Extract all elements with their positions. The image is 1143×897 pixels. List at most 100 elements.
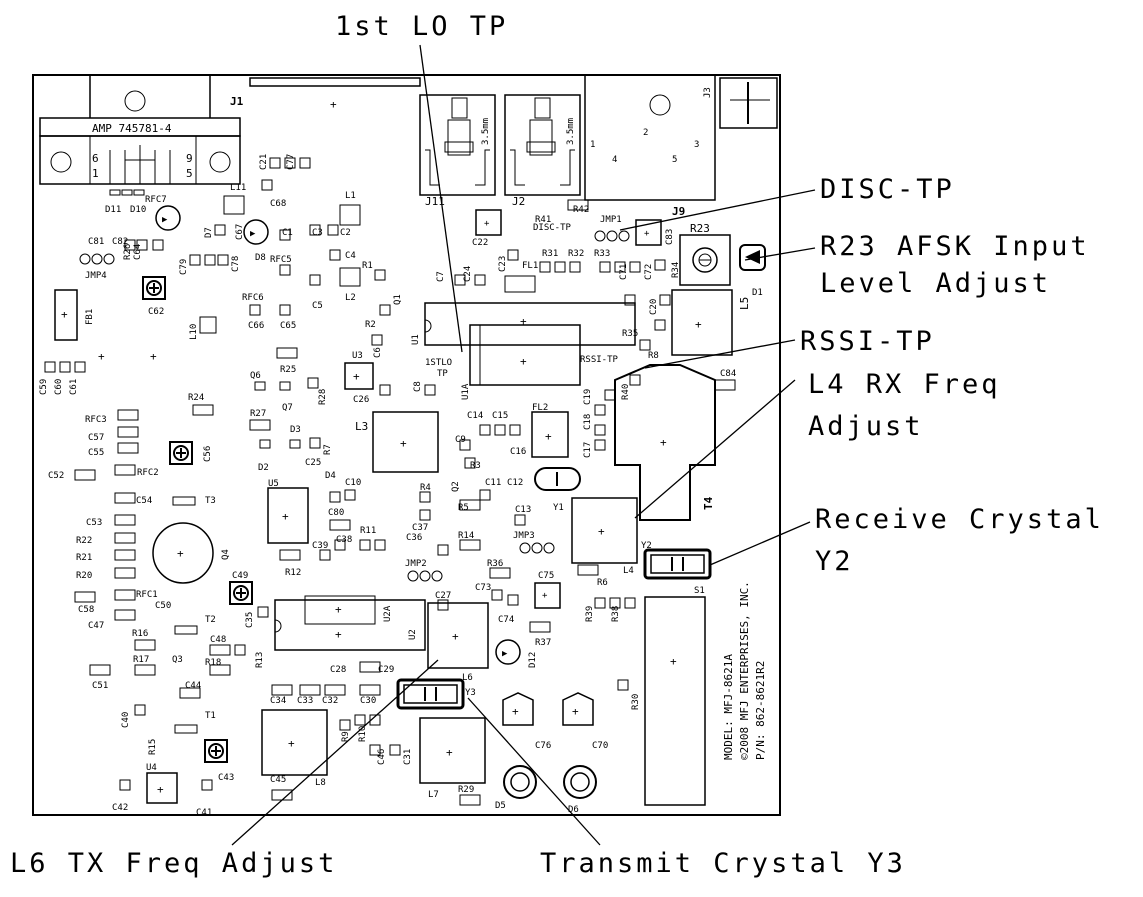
inductor-l5 bbox=[671, 289, 733, 356]
label-l7: L7 bbox=[428, 790, 439, 800]
label-r7: R7 bbox=[323, 444, 333, 455]
label-l2: L2 bbox=[345, 293, 356, 303]
label-l8: L8 bbox=[315, 778, 326, 788]
led-d6 bbox=[563, 765, 597, 799]
label-r27: R27 bbox=[250, 409, 266, 419]
d8-mark: ▶ bbox=[250, 229, 256, 239]
label-c46: C46 bbox=[377, 749, 387, 765]
label-jmp2: JMP2 bbox=[405, 559, 427, 569]
label-d4: D4 bbox=[325, 471, 336, 481]
label-c5: C5 bbox=[312, 301, 323, 311]
callout-l6-tx: L6 TX Freq Adjust bbox=[10, 848, 337, 879]
u5-center: + bbox=[282, 510, 289, 523]
label-c44: C44 bbox=[185, 681, 201, 691]
tall-rect-center: + bbox=[670, 655, 677, 668]
label-c80: C80 bbox=[328, 508, 344, 518]
label-rfc5: RFC5 bbox=[270, 255, 292, 265]
l4-center: + bbox=[598, 525, 605, 538]
svg-text:4: 4 bbox=[612, 155, 617, 165]
label-r23: R23 bbox=[690, 222, 710, 235]
label-c52: C52 bbox=[48, 471, 64, 481]
top-slot bbox=[249, 77, 421, 87]
label-c79: C79 bbox=[179, 259, 189, 275]
label-c10: C10 bbox=[345, 478, 361, 488]
filter-fl2 bbox=[531, 411, 569, 458]
inductor-l7 bbox=[419, 717, 486, 784]
fb1-center: + bbox=[61, 308, 68, 321]
label-c17: C17 bbox=[583, 442, 593, 458]
label-c24: C24 bbox=[463, 266, 473, 282]
svg-text:3: 3 bbox=[694, 140, 699, 150]
label-r20: R20 bbox=[76, 571, 92, 581]
label-c36: C36 bbox=[406, 533, 422, 543]
label-u3: U3 bbox=[352, 351, 363, 361]
svg-text:+: + bbox=[572, 705, 579, 718]
fiducial-left-1: + bbox=[98, 350, 105, 363]
label-r24: R24 bbox=[188, 393, 204, 403]
transformer-t1 bbox=[174, 724, 198, 734]
label-r30: R30 bbox=[631, 694, 641, 710]
label-d3: D3 bbox=[290, 425, 301, 435]
silk-ref-labels: D11 D10 RFC7 C81 C82 C64 R26 C79 C78 C67… bbox=[39, 154, 736, 818]
part-number-text: P/N: 862-8621R2 bbox=[754, 661, 767, 760]
label-d6: D6 bbox=[568, 805, 579, 815]
label-c50: C50 bbox=[155, 601, 171, 611]
d12-mark: ▶ bbox=[502, 649, 508, 659]
jumper-jmp1 bbox=[594, 230, 630, 242]
callout-1st-lo-tp: 1st LO TP bbox=[335, 11, 508, 42]
label-d5: D5 bbox=[495, 801, 506, 811]
callout-r23-line1: R23 AFSK Input bbox=[820, 231, 1090, 262]
ferrite-fb1 bbox=[54, 289, 78, 341]
label-r21: R21 bbox=[76, 553, 92, 563]
label-c81: C81 bbox=[88, 237, 104, 247]
label-r37: R37 bbox=[535, 638, 551, 648]
label-l4: L4 bbox=[623, 566, 634, 576]
u1a-center: + bbox=[520, 355, 527, 368]
ic-u3 bbox=[344, 362, 374, 390]
label-l10: L10 bbox=[189, 324, 199, 340]
label-c6: C6 bbox=[373, 347, 383, 358]
crystal-y1 bbox=[534, 467, 581, 491]
jack-j2 bbox=[504, 94, 581, 196]
label-d12: D12 bbox=[528, 652, 538, 668]
cap-c83 bbox=[635, 219, 662, 246]
model-text: MODEL: MFJ-8621A bbox=[722, 654, 735, 760]
fiducial-left-2: + bbox=[150, 350, 157, 363]
label-c84: C84 bbox=[720, 369, 736, 379]
label-d10: D10 bbox=[130, 205, 146, 215]
label-r14: R14 bbox=[458, 531, 474, 541]
l5-center: + bbox=[695, 318, 702, 331]
inductor-l4 bbox=[571, 497, 638, 564]
label-q6: Q6 bbox=[250, 371, 261, 381]
label-c30: C30 bbox=[360, 696, 376, 706]
label-r5: R5 bbox=[458, 503, 469, 513]
label-r40: R40 bbox=[621, 384, 631, 400]
label-c68: C68 bbox=[270, 199, 286, 209]
label-r36: R36 bbox=[487, 559, 503, 569]
svg-text:2: 2 bbox=[643, 128, 648, 138]
label-c45: C45 bbox=[270, 775, 286, 785]
label-r25: R25 bbox=[280, 365, 296, 375]
diode-d12 bbox=[495, 639, 521, 665]
label-rfc7: RFC7 bbox=[145, 195, 167, 205]
inductor-l3 bbox=[372, 411, 439, 473]
jack-j11 bbox=[419, 94, 496, 196]
diode-d1 bbox=[739, 244, 766, 271]
label-s1: S1 bbox=[694, 586, 705, 596]
label-u1a: U1A bbox=[461, 383, 471, 400]
label-q7: Q7 bbox=[282, 403, 293, 413]
label-c41: C41 bbox=[196, 808, 212, 818]
label-jmp1: JMP1 bbox=[600, 215, 622, 225]
j2-jack-size: 3.5mm bbox=[566, 118, 576, 145]
label-c38: C38 bbox=[336, 535, 352, 545]
diode-d8 bbox=[243, 219, 269, 245]
connector-j1 bbox=[39, 74, 241, 185]
r23-trimmer bbox=[679, 234, 731, 286]
label-r35: R35 bbox=[622, 329, 638, 339]
callout-r23-line2: Level Adjust bbox=[820, 268, 1051, 299]
label-c35: C35 bbox=[245, 612, 255, 628]
label-c53: C53 bbox=[86, 518, 102, 528]
label-r31: R31 bbox=[542, 249, 558, 259]
label-l11: L11 bbox=[230, 183, 246, 193]
label-c73: C73 bbox=[475, 583, 491, 593]
